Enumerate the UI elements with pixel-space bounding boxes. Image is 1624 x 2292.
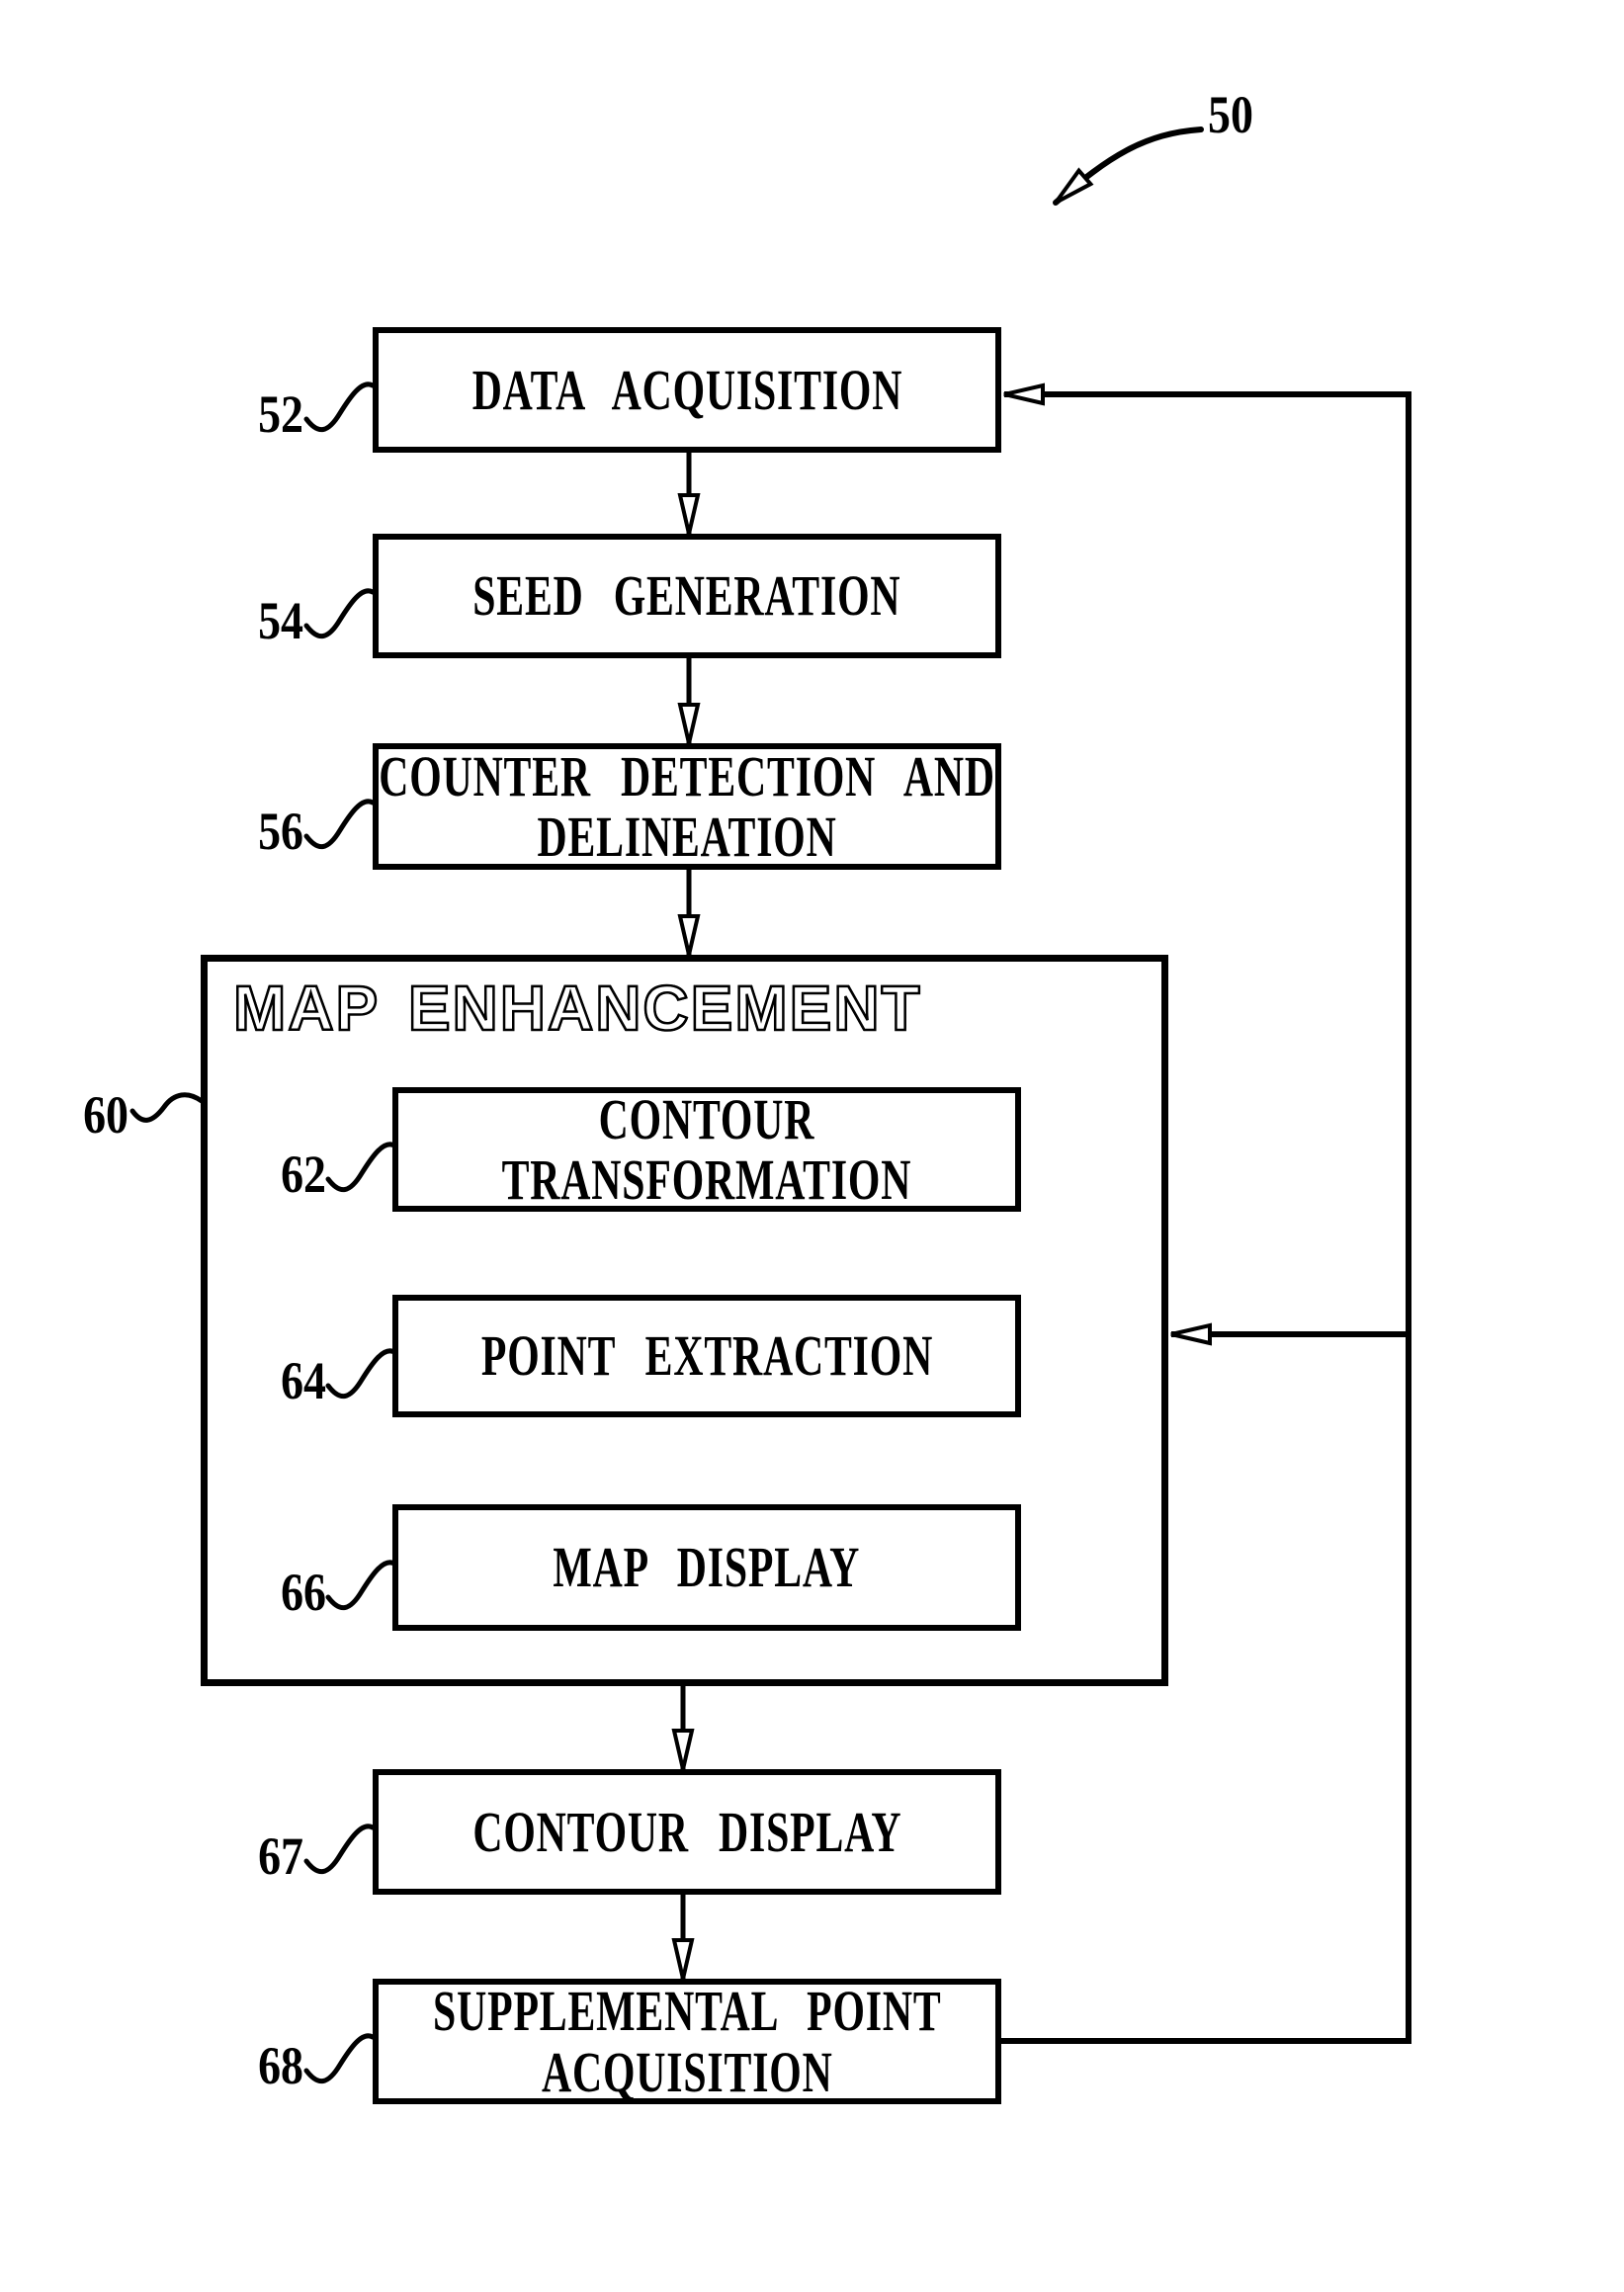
box-data-acquisition-label: DATA ACQUISITION bbox=[471, 357, 902, 422]
ref-62: 62 bbox=[281, 1145, 326, 1204]
leader-squiggle-54 bbox=[303, 588, 376, 638]
box-map-display: MAP DISPLAY bbox=[392, 1504, 1021, 1631]
figure-reference-number: 50 bbox=[1208, 85, 1253, 144]
ref-54: 54 bbox=[258, 591, 303, 650]
box-point-extraction-label: POINT EXTRACTION bbox=[480, 1323, 933, 1389]
leader-squiggle-56 bbox=[303, 799, 376, 849]
ref-56: 56 bbox=[258, 802, 303, 861]
box-seed-generation: SEED GENERATION bbox=[373, 534, 1001, 658]
leader-squiggle-68 bbox=[303, 2033, 376, 2083]
box-map-enhancement-label: MAP ENHANCEMENT bbox=[232, 972, 922, 1046]
box-counter-detection: COUNTER DETECTION AND DELINEATION bbox=[373, 743, 1001, 870]
box-counter-detection-label: COUNTER DETECTION AND DELINEATION bbox=[379, 743, 995, 869]
ref-64: 64 bbox=[281, 1351, 326, 1410]
ref-52: 52 bbox=[258, 384, 303, 444]
leader-squiggle-60 bbox=[129, 1092, 205, 1123]
figure-reference-leader-arrow bbox=[1053, 127, 1204, 206]
box-contour-transformation: CONTOUR TRANSFORMATION bbox=[392, 1087, 1021, 1212]
box-contour-display: CONTOUR DISPLAY bbox=[373, 1769, 1001, 1895]
box-supplemental-point-acquisition-label: SUPPLEMENTAL POINT ACQUISITION bbox=[432, 1979, 942, 2104]
ref-66: 66 bbox=[281, 1563, 326, 1622]
box-supplemental-point-acquisition: SUPPLEMENTAL POINT ACQUISITION bbox=[373, 1979, 1001, 2104]
box-data-acquisition: DATA ACQUISITION bbox=[373, 327, 1001, 453]
leader-squiggle-52 bbox=[303, 382, 376, 432]
box-contour-transformation-label: CONTOUR TRANSFORMATION bbox=[501, 1086, 912, 1212]
leader-squiggle-67 bbox=[303, 1824, 376, 1874]
ref-60: 60 bbox=[83, 1085, 128, 1145]
box-map-display-label: MAP DISPLAY bbox=[553, 1535, 861, 1600]
box-contour-display-label: CONTOUR DISPLAY bbox=[472, 1799, 901, 1864]
ref-68: 68 bbox=[258, 2036, 303, 2095]
ref-67: 67 bbox=[258, 1826, 303, 1886]
box-point-extraction: POINT EXTRACTION bbox=[392, 1295, 1021, 1417]
box-seed-generation-label: SEED GENERATION bbox=[472, 563, 901, 629]
